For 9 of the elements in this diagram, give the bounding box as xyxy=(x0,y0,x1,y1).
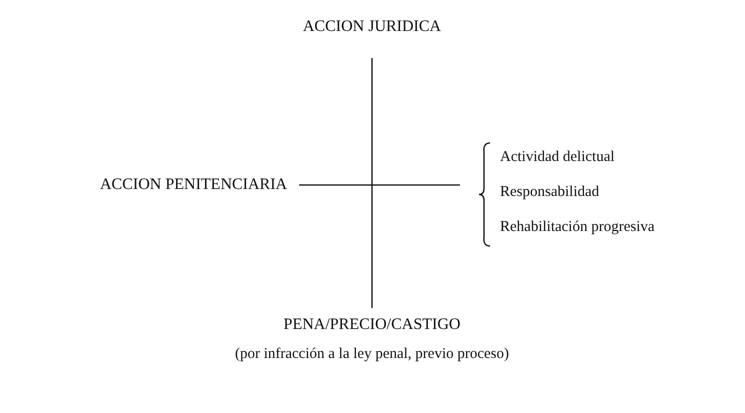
note-text: (por infracción a la ley penal, previo proceso) xyxy=(234,346,510,363)
axis-label: PENA/PRECIO/CASTIGO xyxy=(284,316,460,334)
axis-line xyxy=(371,58,373,308)
axis-line xyxy=(299,184,460,186)
axis-label: ACCION PENITENCIARIA xyxy=(100,176,288,194)
list-item-text: Rehabilitación progresiva xyxy=(500,219,655,236)
list-item-text: Actividad delictual xyxy=(500,149,615,166)
axis-label: ACCION JURIDICA xyxy=(302,18,442,36)
list-item-text: Responsabilidad xyxy=(500,184,600,201)
